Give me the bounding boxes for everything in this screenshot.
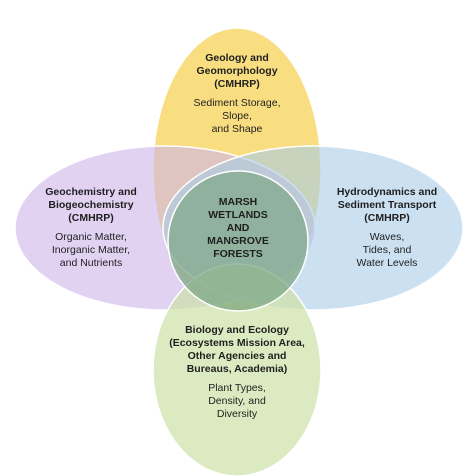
right-title: Hydrodynamics and Sediment Transport (CM… xyxy=(336,186,438,224)
left-label: Geochemistry and Biogeochemistry (CMHRP)… xyxy=(16,186,166,270)
bottom-detail: Plant Types, Density, and Diversity xyxy=(208,382,266,420)
top-label: Geology and Geomorphology (CMHRP) Sedime… xyxy=(157,52,317,136)
top-title: Geology and Geomorphology (CMHRP) xyxy=(196,52,278,90)
right-detail: Waves, Tides, and Water Levels xyxy=(356,231,418,269)
left-detail: Organic Matter, Inorganic Matter, and Nu… xyxy=(51,231,131,269)
top-detail: Sediment Storage, Slope, and Shape xyxy=(193,97,281,135)
center-circle xyxy=(167,170,309,312)
right-label: Hydrodynamics and Sediment Transport (CM… xyxy=(310,186,464,270)
bottom-title: Biology and Ecology (Ecosystems Mission … xyxy=(169,324,305,375)
center-label: MARSH WETLANDS AND MANGROVE FORESTS xyxy=(207,196,269,260)
bottom-label: Biology and Ecology (Ecosystems Mission … xyxy=(152,324,322,421)
left-title: Geochemistry and Biogeochemistry (CMHRP) xyxy=(45,186,137,224)
